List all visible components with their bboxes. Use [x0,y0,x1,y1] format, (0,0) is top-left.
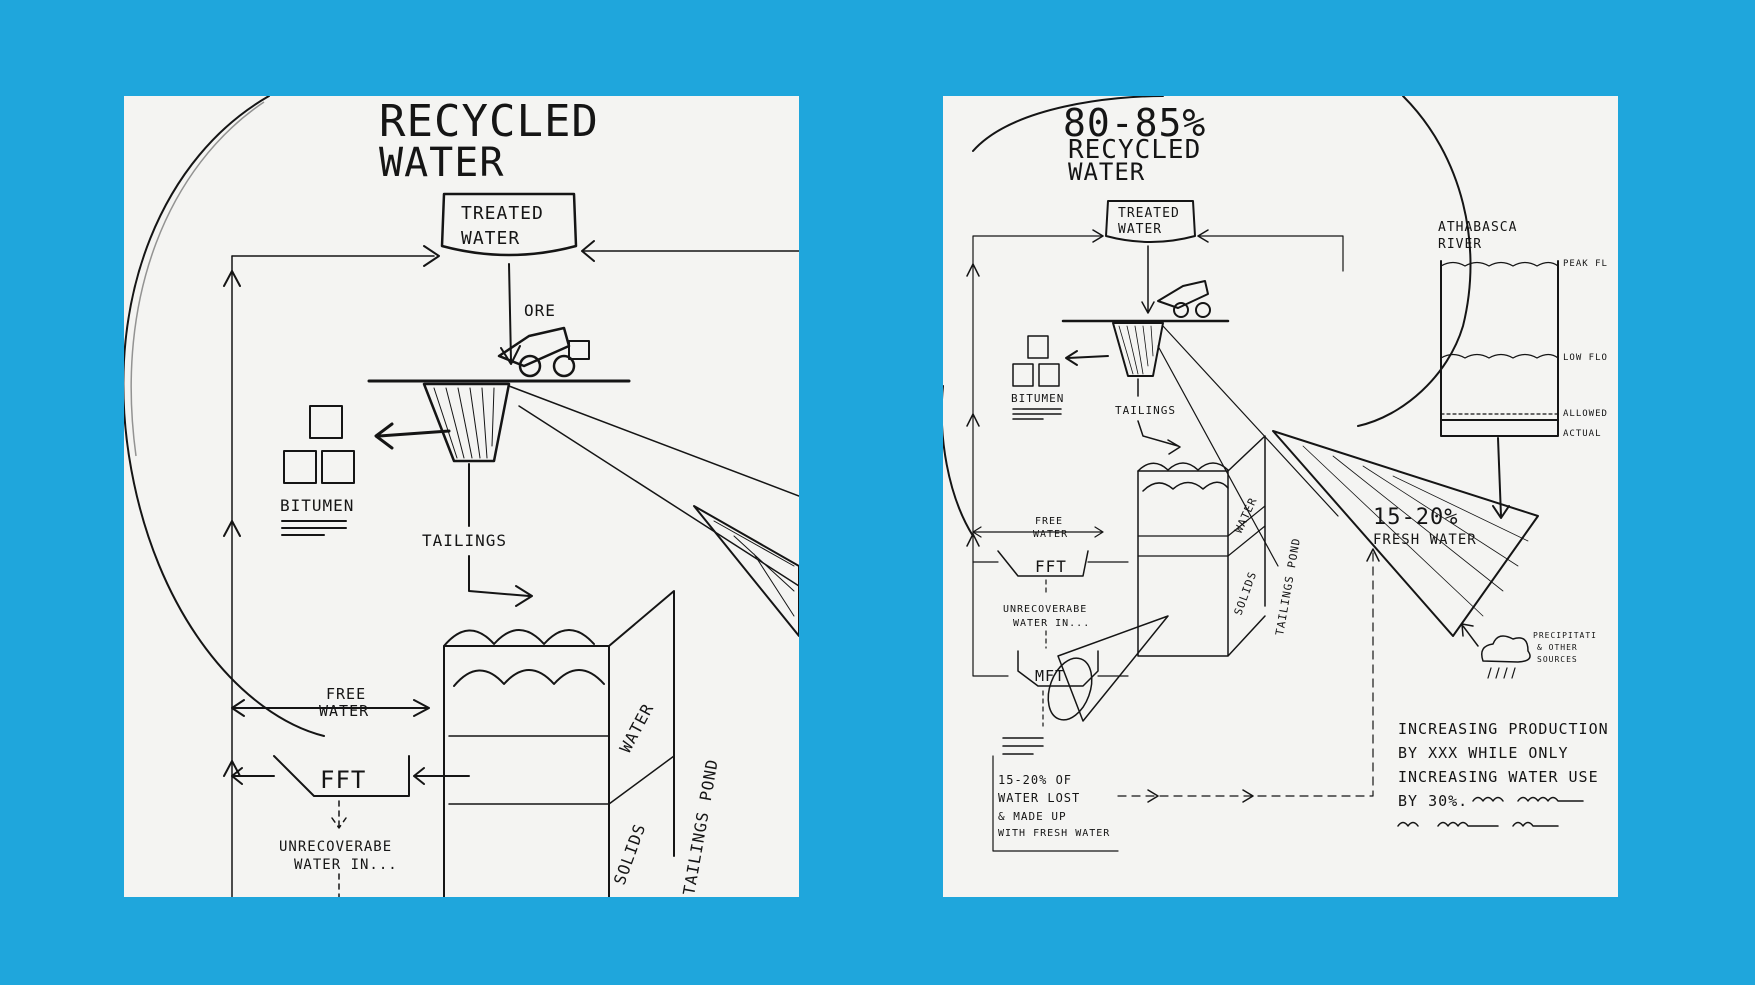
pond-water-label: WATER [616,700,658,756]
lost-note-3: & MADE UP [998,810,1067,823]
river-label-2: RIVER [1438,237,1482,252]
title-recycled: RECYCLED [379,96,599,147]
treated-label-1: TREATED [461,203,544,224]
left-sketch-panel: RECYCLED WATER TREATED WATER ORE [124,96,799,897]
tailings-label: TAILINGS [1115,404,1176,417]
treated-water-tank [1105,200,1196,243]
right-sketch-drawing: 80-85% RECYCLED WATER TREATED WATER BITU… [943,96,1609,852]
pond-solids-label: SOLIDS [1232,570,1260,617]
tailings-pond-box [1137,435,1266,657]
recycle-loop-circle [124,96,325,737]
ore-truck-icon [497,326,590,378]
production-note-2: BY XXX WHILE ONLY [1398,744,1569,762]
mine-pit [422,382,511,463]
mft-label: MFT [1035,667,1065,685]
treated-label-1: TREATED [1118,206,1180,221]
lost-water-cone [1057,615,1169,722]
unrec-label-1: UNRECOVERABE [279,839,392,855]
mft-separator [1017,650,1099,687]
unrec-label-2: WATER IN... [1013,618,1090,629]
bitumen-label: BITUMEN [280,496,354,515]
title-recycled: RECYCLED [1068,135,1201,165]
fft-separator [273,755,410,797]
free-water-label-1: FREE [326,685,366,703]
precip-label-3: SOURCES [1537,655,1578,664]
tailings-pond-label: TAILINGS POND [679,757,722,896]
fresh-water-label: FRESH WATER [1373,532,1477,548]
fft-label: FFT [1035,557,1067,576]
tailings-pond-label: TAILINGS POND [1273,537,1303,637]
ore-truck-icon [1157,280,1211,318]
free-water-label-2: WATER [319,702,369,720]
production-note-3: INCREASING WATER USE [1398,768,1599,786]
right-sketch-panel: 80-85% RECYCLED WATER TREATED WATER BITU… [943,96,1618,897]
tailings-pond-box [443,590,675,897]
treated-water-tank [440,192,578,257]
river-tank [1440,260,1559,437]
unrec-label-1: UNRECOVERABE [1003,604,1087,615]
lost-note-2: WATER LOST [998,791,1080,805]
free-water-label-2: WATER [1033,529,1068,540]
fresh-water-wedge [1272,430,1539,637]
pond-solids-label: SOLIDS [610,821,650,887]
unrec-label-2: WATER IN... [294,857,398,873]
river-label-1: ATHABASCA [1438,220,1517,235]
pond-water-label: WATER [1232,495,1260,535]
title-water: WATER [1068,158,1145,186]
bitumen-barrels-icon [283,405,355,484]
rain-cloud-icon [1481,635,1531,679]
recycle-loop-circle [943,96,1472,537]
actual-label: ACTUAL [1563,429,1602,439]
mine-pit [1112,322,1164,377]
fft-label: FFT [320,766,366,794]
free-water-label-1: FREE [1035,516,1063,527]
bitumen-barrels-icon [1012,335,1060,387]
peak-flow-label: PEAK FL [1563,259,1608,269]
title-water: WATER [379,140,504,186]
recycled-percent: 80-85% [1063,101,1206,145]
allowed-label: ALLOWED [1563,409,1608,419]
treated-label-2: WATER [461,228,520,249]
loop-line-top [231,250,799,257]
lost-note-4: WITH FRESH WATER [998,828,1110,839]
low-flow-label: LOW FLO [1563,353,1608,363]
left-sketch-drawing: RECYCLED WATER TREATED WATER ORE [124,96,799,897]
tailings-label: TAILINGS [422,531,507,550]
bitumen-label: BITUMEN [1011,392,1064,405]
production-note-1: INCREASING PRODUCTION [1398,720,1609,738]
precip-label-1: PRECIPITATI [1533,631,1597,640]
precip-label-2: & OTHER [1537,643,1578,652]
lost-note-1: 15-20% OF [998,773,1072,787]
treated-label-2: WATER [1118,222,1162,237]
fresh-pct-label: 15-20% [1373,505,1458,530]
ore-label: ORE [524,301,556,320]
production-note-4: BY 30%. [1398,792,1468,810]
fresh-water-wedge [693,505,799,637]
fft-separator [997,550,1089,577]
